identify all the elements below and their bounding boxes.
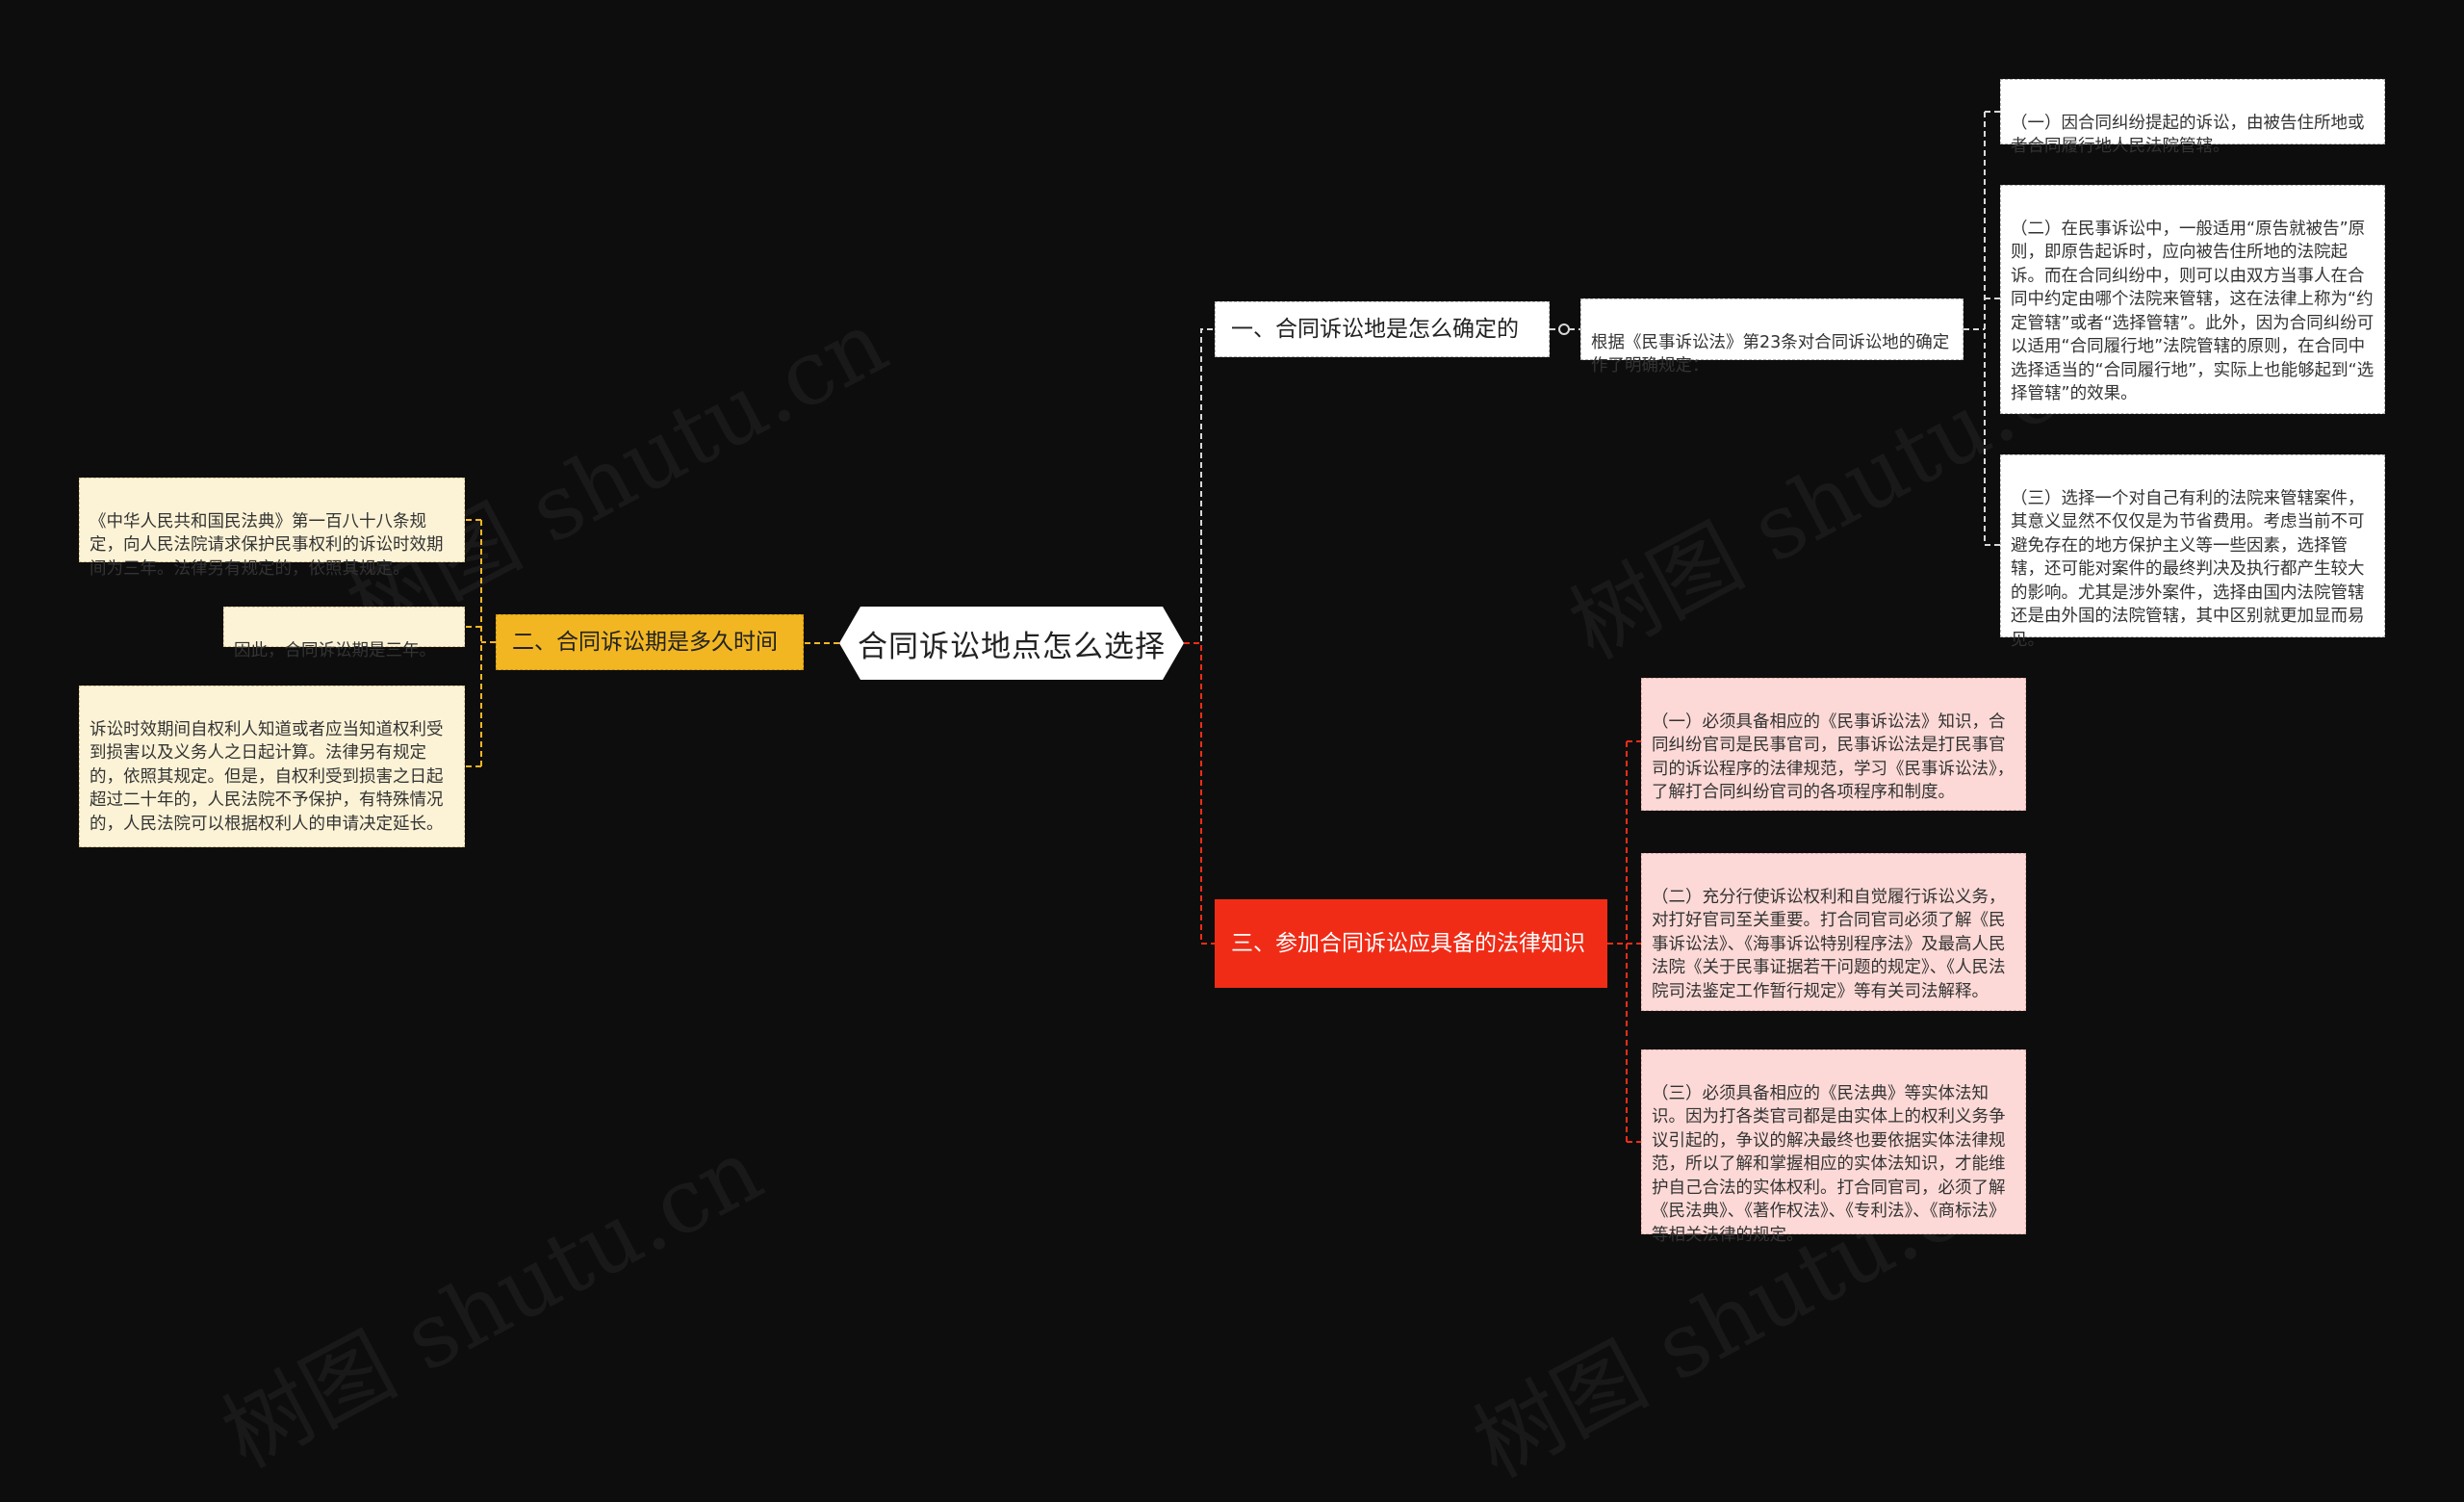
branch-label: 三、参加合同诉讼应具备的法律知识 bbox=[1231, 931, 1585, 956]
node-text: 根据《民事诉讼法》第23条对合同诉讼地的确定作了明确规定： bbox=[1591, 332, 1950, 376]
b1-leaf-1[interactable]: （一）因合同纠纷提起的诉讼，由被告住所地或者合同履行地人民法院管辖。 bbox=[2000, 79, 2385, 156]
b2-leaf-2[interactable]: 因此，合同诉讼期是三年。 bbox=[223, 607, 465, 660]
b2-leaf-1[interactable]: 《中华人民共和国民法典》第一百八十八条规定，向人民法院请求保护民事权利的诉讼时效… bbox=[79, 478, 465, 579]
b2-leaf-3[interactable]: 诉讼时效期间自权利人知道或者应当知道权利受到损害以及义务人之日起计算。法律另有规… bbox=[79, 686, 465, 847]
b1-leaf-3[interactable]: （三）选择一个对自己有利的法院来管辖案件，其意义显然不仅仅是为节省费用。考虑当前… bbox=[2000, 454, 2385, 650]
branch-legal-knowledge[interactable]: 三、参加合同诉讼应具备的法律知识 bbox=[1215, 899, 1607, 988]
connector-b3-leaves bbox=[1607, 740, 1641, 1143]
center-topic[interactable]: 合同诉讼地点怎么选择 bbox=[839, 607, 1184, 680]
b3-leaf-3[interactable]: （三）必须具备相应的《民法典》等实体法知识。因为打各类官司都是由实体上的权利义务… bbox=[1641, 1049, 2026, 1245]
node-text: （三）选择一个对自己有利的法院来管辖案件，其意义显然不仅仅是为节省费用。考虑当前… bbox=[2011, 488, 2365, 650]
connector-center-b3 bbox=[1184, 642, 1215, 945]
node-text: （三）必须具备相应的《民法典》等实体法知识。因为打各类官司都是由实体上的权利义务… bbox=[1652, 1083, 2006, 1245]
connector-b2-leaves bbox=[465, 519, 496, 767]
node-text: （一）因合同纠纷提起的诉讼，由被告住所地或者合同履行地人民法院管辖。 bbox=[2011, 113, 2365, 157]
node-text: 诉讼时效期间自权利人知道或者应当知道权利受到损害以及义务人之日起计算。法律另有规… bbox=[90, 719, 444, 834]
center-topic-label: 合同诉讼地点怎么选择 bbox=[858, 629, 1166, 664]
node-text: 《中华人民共和国民法典》第一百八十八条规定，向人民法院请求保护民事权利的诉讼时效… bbox=[90, 511, 444, 579]
connector-dot bbox=[1558, 324, 1570, 335]
branch-label: 一、合同诉讼地是怎么确定的 bbox=[1231, 317, 1519, 342]
branch-litigation-period[interactable]: 二、合同诉讼期是多久时间 bbox=[496, 614, 804, 670]
b3-leaf-1[interactable]: （一）必须具备相应的《民事诉讼法》知识，合同纠纷官司是民事官司，民事诉讼法是打民… bbox=[1641, 678, 2026, 811]
b1-mid-node[interactable]: 根据《民事诉讼法》第23条对合同诉讼地的确定作了明确规定： bbox=[1580, 298, 1964, 376]
connector-center-b1 bbox=[1184, 328, 1215, 644]
branch-label: 二、合同诉讼期是多久时间 bbox=[512, 630, 778, 655]
b3-leaf-2[interactable]: （二）充分行使诉讼权利和自觉履行诉讼义务，对打好官司至关重要。打合同官司必须了解… bbox=[1641, 853, 2026, 1011]
b1-leaf-2[interactable]: （二）在民事诉讼中，一般适用“原告就被告”原则，即原告起诉时，应向被告住所地的法… bbox=[2000, 185, 2385, 414]
node-text: （一）必须具备相应的《民事诉讼法》知识，合同纠纷官司是民事官司，民事诉讼法是打民… bbox=[1652, 712, 2015, 803]
branch-litigation-venue[interactable]: 一、合同诉讼地是怎么确定的 bbox=[1215, 301, 1550, 357]
node-text: （二）充分行使诉讼权利和自觉履行诉讼义务，对打好官司至关重要。打合同官司必须了解… bbox=[1652, 887, 2006, 1001]
node-text: 因此，合同诉讼期是三年。 bbox=[234, 640, 436, 660]
node-text: （二）在民事诉讼中，一般适用“原告就被告”原则，即原告起诉时，应向被告住所地的法… bbox=[2011, 219, 2374, 404]
connector-lines bbox=[465, 111, 2000, 1143]
connector-mid-leaves bbox=[1964, 111, 2000, 546]
